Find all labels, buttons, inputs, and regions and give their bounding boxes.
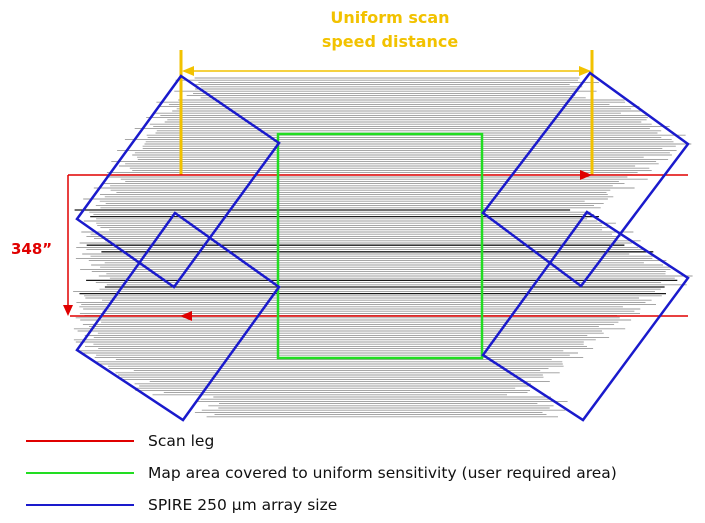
- bracket-arrowhead-left: [182, 66, 194, 76]
- bracket-arrowhead-right: [579, 66, 591, 76]
- scan-legs: [63, 170, 688, 321]
- legend-label-array-size: SPIRE 250 μm array size: [148, 496, 338, 514]
- legend-swatch-array-size: [26, 504, 134, 506]
- scan-leg-lower-arrowhead: [180, 311, 192, 321]
- scan-leg-upper-arrowhead: [580, 170, 592, 180]
- legend-item-uniform-area: Map area covered to uniform sensitivity …: [26, 459, 701, 487]
- legend-swatch-uniform-area: [26, 472, 134, 474]
- scan-lines-pattern: [73, 77, 693, 418]
- legend-item-array-size: SPIRE 250 μm array size: [26, 491, 701, 519]
- legend: Scan leg Map area covered to uniform sen…: [26, 427, 701, 523]
- vertical-arrowhead: [63, 305, 73, 316]
- array-footprints: [75, 71, 690, 422]
- leg-separation-label: 348”: [11, 240, 53, 258]
- array-footprint-upper-right: [481, 71, 690, 288]
- uniform-scan-label-line1: Uniform scan: [330, 8, 450, 27]
- array-footprint-upper-left: [75, 74, 281, 289]
- legend-item-scan-leg: Scan leg: [26, 427, 701, 455]
- uniform-scan-speed-label: Uniform scan speed distance: [315, 6, 465, 54]
- uniform-scan-label-line2: speed distance: [321, 32, 459, 51]
- legend-label-uniform-area: Map area covered to uniform sensitivity …: [148, 464, 617, 482]
- array-footprint-lower-left: [75, 211, 281, 422]
- legend-label-scan-leg: Scan leg: [148, 432, 215, 450]
- uniform-speed-bracket: [179, 50, 594, 175]
- uniform-sensitivity-area: [276, 132, 484, 360]
- array-footprint-lower-right: [481, 210, 690, 422]
- legend-swatch-scan-leg: [26, 440, 134, 442]
